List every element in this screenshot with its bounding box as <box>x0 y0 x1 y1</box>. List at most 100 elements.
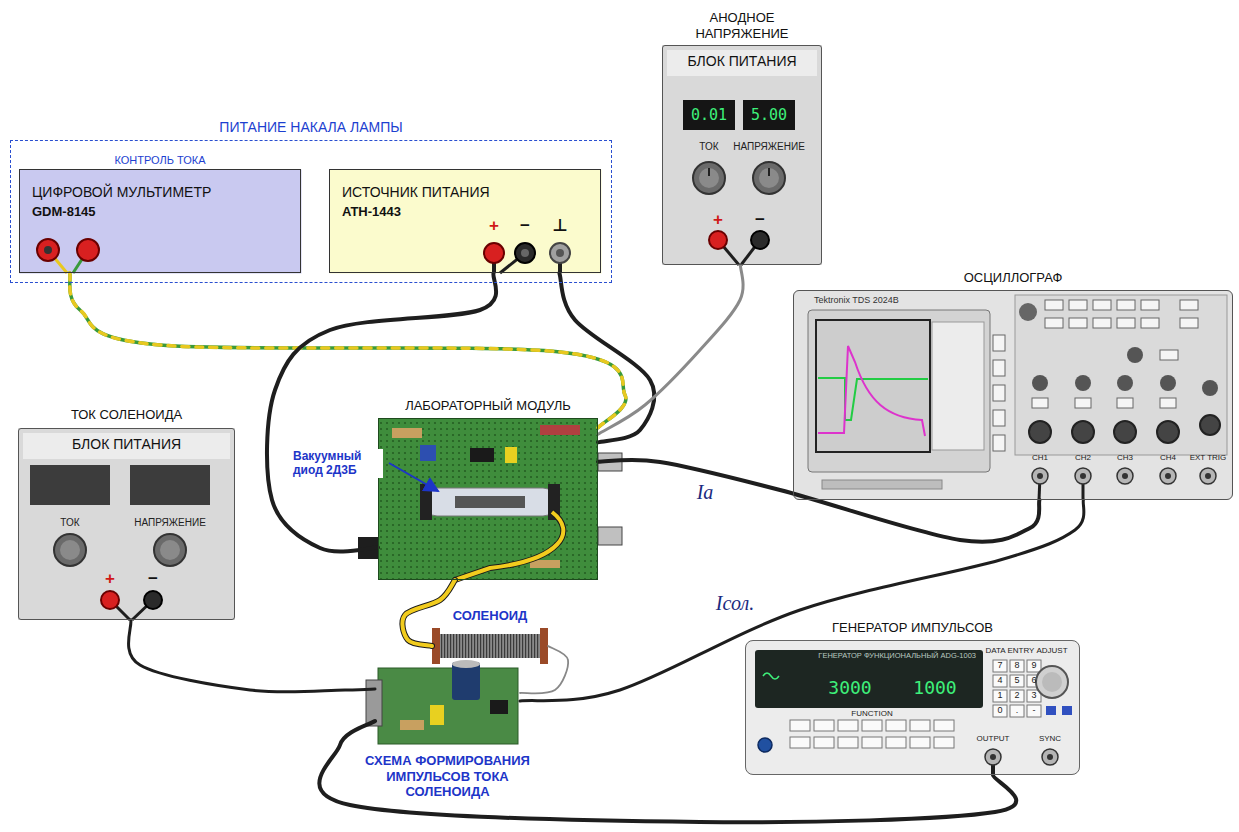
oscilloscope-body-part <box>1029 421 1051 443</box>
oscilloscope-body <box>793 290 1233 500</box>
pulse-circuit-board-part <box>378 668 518 744</box>
lab-module-board-part <box>598 527 622 545</box>
cable-connector <box>319 721 1016 822</box>
cable-stroke <box>319 721 1016 822</box>
channel-label: CH3 <box>1117 454 1133 463</box>
device-heading: ОСЦИЛЛОГРАФ <box>964 270 1063 286</box>
solenoid-power-supply-body <box>18 428 235 620</box>
pulse-generator-body-part <box>886 737 906 748</box>
oscilloscope-body-part <box>993 360 1005 376</box>
key-label: 5 <box>1014 676 1019 686</box>
oscilloscope-body-part <box>932 322 984 450</box>
oscilloscope-body-part <box>1075 468 1091 484</box>
power-source-body-part <box>484 243 504 263</box>
connector-label: OUTPUT <box>977 735 1010 744</box>
key-label: 7 <box>997 661 1002 671</box>
terminal-sign: ⊥ <box>552 217 568 236</box>
pulse-generator-body-part <box>886 720 906 731</box>
solenoid-coil-part <box>440 634 540 658</box>
key-label: 0 <box>997 706 1002 716</box>
solenoid-power-supply-body-part <box>160 540 180 560</box>
oscilloscope-body-part <box>993 335 1005 351</box>
cable-stroke <box>520 500 1084 701</box>
device-name: БЛОК ПИТАНИЯ <box>687 53 796 70</box>
lab-module-board-part <box>420 445 436 461</box>
oscilloscope-body-part <box>1045 318 1063 328</box>
oscilloscope-body-part <box>1117 318 1135 328</box>
solenoid-power-supply-body-part <box>30 465 110 505</box>
oscilloscope-body-part <box>793 290 1233 500</box>
terminal-sign: − <box>520 217 530 236</box>
key-label: 1 <box>997 691 1002 701</box>
lab-module-board-part <box>455 512 563 580</box>
oscilloscope-body-part <box>1072 421 1094 443</box>
oscilloscope-body-part <box>993 435 1005 451</box>
pulse-generator-body-part <box>790 737 810 748</box>
knob-label: НАПРЯЖЕНИЕ <box>733 141 805 152</box>
pulse-generator-body-part <box>910 720 930 731</box>
pulse-generator-body-part <box>838 720 858 731</box>
oscilloscope-body-part <box>1075 375 1091 391</box>
pulse-generator-body-part <box>993 660 1007 672</box>
callout-label: Вакуумный диод 2Д3Б <box>293 449 383 478</box>
oscilloscope-body-part <box>1045 300 1063 310</box>
oscilloscope-body-part <box>1200 468 1216 484</box>
oscilloscope-body-part <box>816 320 930 452</box>
device-heading: СХЕМА ФОРМИРОВАНИЯ ИМПУЛЬСОВ ТОКА СОЛЕНО… <box>363 753 533 800</box>
pulse-generator-body-part <box>910 737 930 748</box>
power-source-body <box>330 170 602 274</box>
oscilloscope-body-part <box>808 310 990 472</box>
panel-label: DATA ENTRY <box>986 647 1035 656</box>
cable-connector <box>559 273 654 442</box>
pulse-circuit-board-part <box>452 660 480 668</box>
oscilloscope-body-part <box>1160 375 1176 391</box>
panel-label: FUNCTION <box>851 710 892 719</box>
device-heading: ТОК СОЛЕНОИДА <box>67 407 187 423</box>
solenoid-power-supply-body-part <box>144 591 162 609</box>
oscilloscope-body-part <box>1160 398 1176 408</box>
cable-stroke <box>598 460 1039 542</box>
pulse-generator-body-part <box>1010 675 1024 687</box>
oscilloscope-body-part <box>1200 415 1220 435</box>
pulse-generator-body-part <box>1010 660 1024 672</box>
lab-module-board-part <box>455 512 563 580</box>
pulse-generator-body-part <box>1046 706 1056 715</box>
device-heading: ЛАБОРАТОРНЫЙ МОДУЛЬ <box>405 398 571 414</box>
terminal-sign: + <box>713 211 723 230</box>
anode-power-supply-body-part <box>709 231 727 249</box>
oscilloscope-body-part <box>1180 318 1198 328</box>
lab-module-board <box>358 418 622 580</box>
oscilloscope-body-part <box>818 378 928 420</box>
solenoid-power-supply-body-part <box>23 433 230 459</box>
oscilloscope-body-part <box>822 480 942 489</box>
channel-label: EXT TRIG <box>1190 454 1227 463</box>
solenoid-power-supply-body-part <box>154 534 186 566</box>
pulse-generator-body-part <box>934 737 954 748</box>
oscilloscope-body-part <box>1141 318 1159 328</box>
anode-power-supply-body <box>662 45 822 265</box>
display-reading: 0.01 <box>691 107 727 124</box>
power-source-body-part <box>556 249 564 257</box>
lab-module-board-part <box>540 425 580 435</box>
pulse-generator-body-part <box>990 754 996 760</box>
anode-power-supply-body-part <box>662 45 822 265</box>
oscilloscope-body-part <box>1127 347 1143 363</box>
anode-power-supply-body-part <box>759 168 779 188</box>
oscilloscope-body-part <box>1160 350 1178 360</box>
pulse-generator-body-part <box>1036 666 1068 698</box>
cable-stroke <box>70 273 626 428</box>
caption-label: КОНТРОЛЬ ТОКА <box>114 154 205 167</box>
device-heading: ГЕНЕРАТОР ИМПУЛЬСОВ <box>832 620 993 636</box>
pulse-generator-body-part <box>1042 672 1062 692</box>
pulse-generator-body-part <box>745 640 1080 775</box>
pulse-generator-body <box>745 640 1080 775</box>
oscilloscope-body-part <box>993 385 1005 401</box>
oscilloscope-body-part <box>1093 318 1111 328</box>
oscilloscope-body-part <box>1117 375 1133 391</box>
pulse-generator-body-part <box>758 738 772 752</box>
solenoid-coil <box>432 628 548 664</box>
terminal-sign: − <box>755 211 765 230</box>
oscilloscope-body-part <box>1069 300 1087 310</box>
pulse-circuit-board-part <box>490 700 508 714</box>
